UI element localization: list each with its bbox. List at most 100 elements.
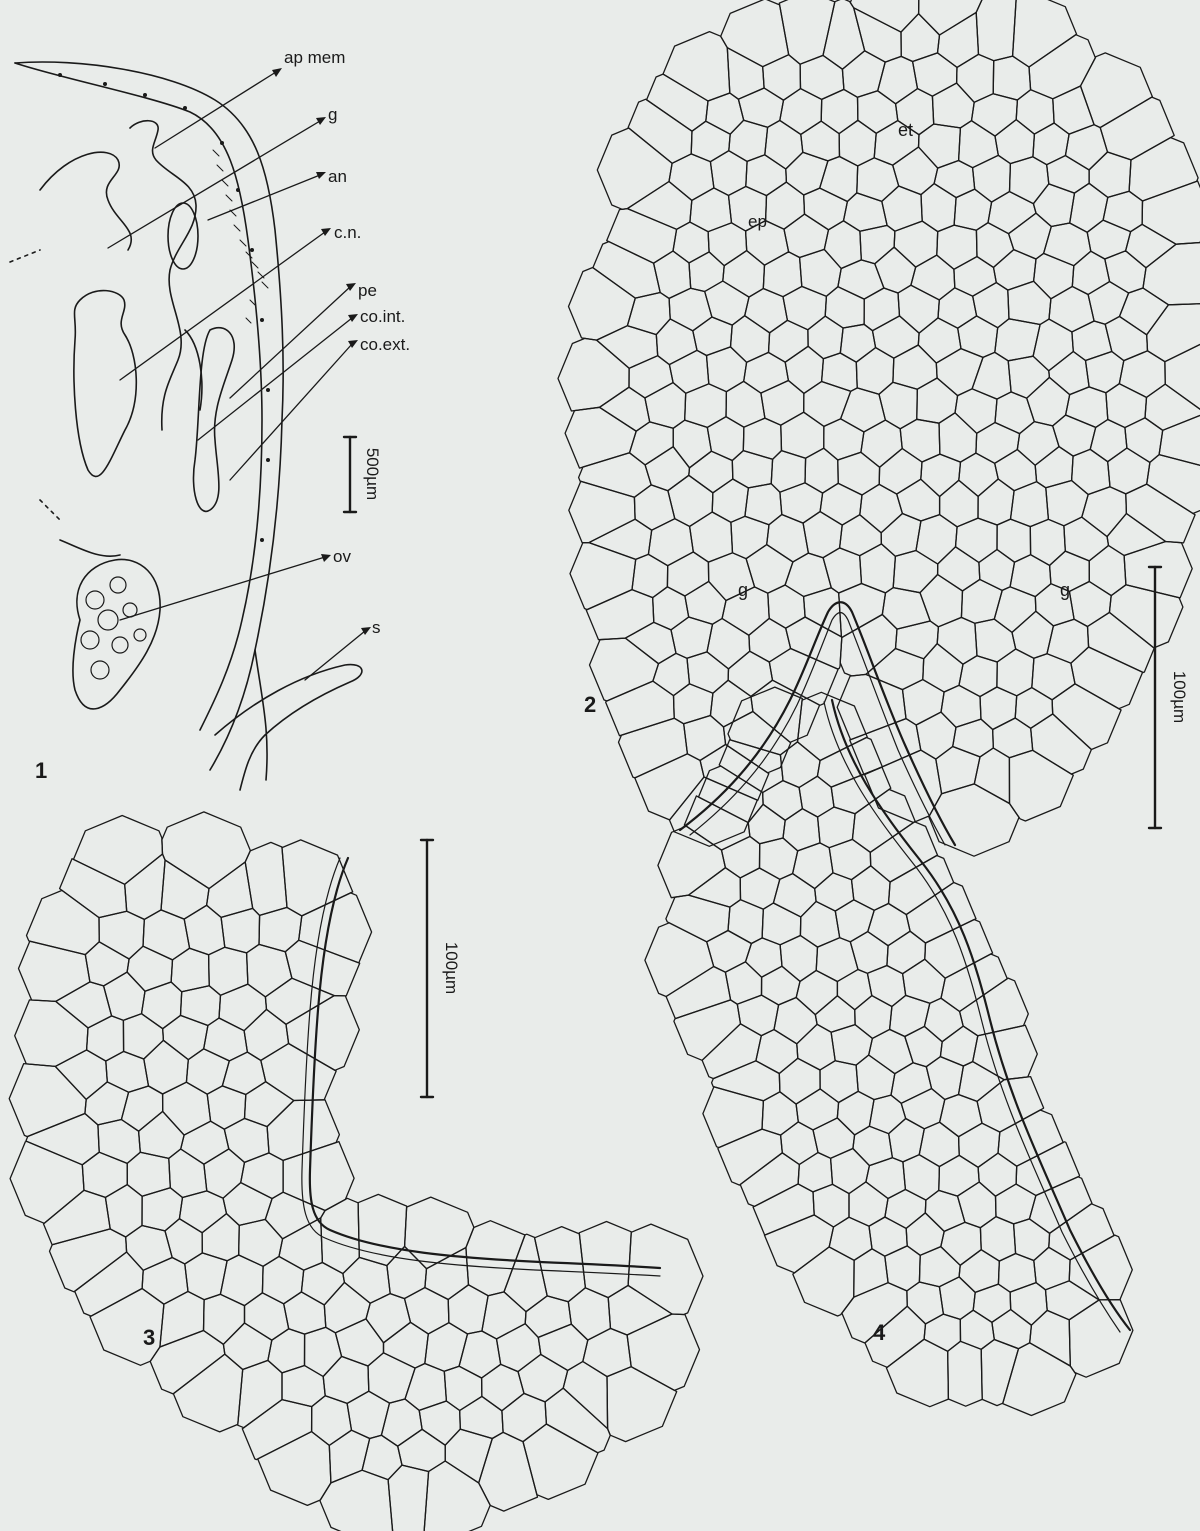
tissue-cell: [223, 1323, 271, 1370]
tissue-cell: [938, 288, 977, 328]
tissue-cell: [608, 1285, 672, 1335]
tissue-cell: [179, 1191, 226, 1233]
tissue-cell: [673, 222, 709, 263]
tissue-cell: [204, 1149, 245, 1198]
tissue-cell: [1016, 90, 1054, 134]
tissue-cell: [813, 1118, 855, 1158]
tissue-cell: [1072, 251, 1109, 294]
tissue-cell: [712, 1061, 780, 1101]
figure-4-number: 4: [873, 1320, 886, 1345]
figure-3-cuticle: [310, 858, 660, 1268]
tissue-cell: [1103, 191, 1142, 232]
tissue-cell: [647, 74, 708, 131]
tissue-cell: [1147, 455, 1200, 514]
apical-membrane-inner: [15, 63, 262, 730]
tissue-cell: [905, 1026, 942, 1066]
tissue-cell: [941, 1222, 981, 1265]
tissue-cell: [161, 860, 209, 919]
tissue-cell: [936, 349, 983, 396]
label-g: g: [328, 105, 337, 124]
tissue-cell: [725, 962, 761, 1004]
label-g-left: g: [738, 580, 748, 600]
tissue-cell: [784, 214, 829, 257]
tissue-cell: [896, 621, 939, 659]
tissue-cell: [569, 481, 635, 542]
tissue-cell: [142, 982, 182, 1029]
tissue-cell: [238, 1360, 282, 1427]
tissue-cell: [958, 316, 998, 358]
tissue-cell: [563, 1362, 607, 1429]
tissue-cell: [1142, 181, 1200, 244]
tissue-cell: [123, 1014, 163, 1059]
tissue-cell: [419, 1401, 460, 1445]
tissue-cell: [656, 319, 697, 365]
tissue-cell: [760, 838, 798, 879]
tissue-cell: [959, 1123, 1000, 1167]
tissue-cell: [424, 1461, 490, 1531]
tissue-cell: [1089, 152, 1131, 197]
tissue-cell: [1105, 251, 1146, 293]
tissue-cell: [793, 1247, 854, 1316]
tissue-cell: [882, 186, 922, 231]
tissue-cell: [793, 843, 833, 889]
tissue-cell: [767, 515, 809, 562]
tissue-cell: [898, 285, 939, 333]
tissue-cell: [186, 1049, 229, 1094]
tissue-cell: [366, 1294, 411, 1343]
tissue-cell: [98, 1120, 140, 1164]
tissue-cell: [994, 587, 1036, 633]
tissue-cell: [856, 348, 894, 395]
tissue-cell: [956, 518, 998, 562]
tissue-cell: [771, 451, 805, 493]
tissue-cell: [299, 893, 372, 963]
tissue-cell: [482, 1292, 526, 1339]
tissue-cell: [663, 32, 730, 101]
tissue-cell: [916, 712, 956, 759]
tissue-cell: [821, 89, 858, 133]
tissue-cell: [425, 1323, 468, 1372]
tissue-cell: [693, 317, 732, 356]
tissue-cell: [850, 719, 921, 775]
tissue-cell: [1030, 1310, 1071, 1366]
tissue-cell: [1126, 224, 1176, 267]
tissue-cell: [997, 519, 1031, 562]
scale-bar-500um-label: 500µm: [363, 448, 382, 500]
tissue-cell: [282, 840, 353, 916]
tissue-cell: [384, 1322, 429, 1368]
tissue-cell: [685, 384, 727, 428]
tissue-cell: [816, 938, 858, 982]
leader-lines: [108, 72, 365, 680]
tissue-cell: [56, 982, 112, 1028]
tissue-cell: [689, 252, 724, 292]
tissue-cell: [763, 781, 803, 821]
tissue-cell: [893, 147, 938, 195]
tissue-cell: [710, 680, 753, 727]
tissue-cell: [727, 48, 764, 99]
tissue-cell: [1147, 304, 1200, 362]
label-cn: c.n.: [334, 223, 361, 242]
tissue-cell: [1071, 647, 1143, 709]
tissue-cell: [142, 1258, 188, 1305]
tissue-cell: [785, 346, 823, 393]
tissue-cell: [973, 283, 1009, 328]
tissue-cell: [1033, 319, 1073, 371]
tissue-cell: [818, 807, 856, 848]
tissue-cell: [886, 1339, 948, 1407]
figure-2-tissue: [558, 0, 1200, 856]
tissue-cell: [820, 483, 862, 525]
tissue-cell: [721, 0, 789, 67]
dashed-lead-2: [40, 500, 60, 520]
tissue-cell: [1030, 519, 1065, 565]
tissue-cell: [953, 719, 994, 757]
tissue-cell: [878, 56, 918, 103]
tissue-cell: [921, 454, 961, 496]
label-an: an: [328, 167, 347, 186]
ovary-outline: [73, 559, 160, 708]
tissue-cell: [864, 288, 899, 331]
tissue-cell: [635, 754, 704, 820]
tissue-cell: [916, 515, 957, 564]
tissue-cell: [894, 221, 938, 267]
tissue-cell: [268, 1329, 305, 1373]
figure-2-number: 2: [584, 692, 596, 717]
